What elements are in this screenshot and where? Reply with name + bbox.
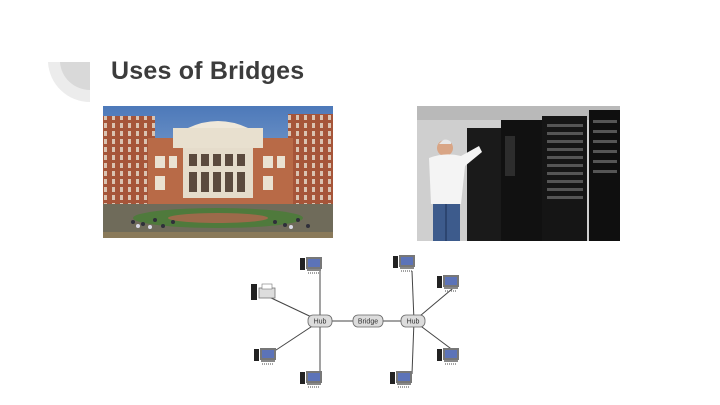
bridge-label: Bridge: [358, 319, 378, 326]
bridge-node: Bridge: [352, 314, 384, 328]
server-room-photo: [417, 106, 620, 241]
network-diagram: Hub Bridge Hub: [250, 254, 460, 388]
computer-icon: [299, 370, 323, 388]
computer-icon: [392, 254, 416, 272]
corner-decoration: [48, 62, 90, 103]
hub-left-node: Hub: [307, 314, 333, 328]
computer-icon: [253, 347, 277, 365]
hub-left-label: Hub: [314, 319, 327, 326]
hub-right-node: Hub: [400, 314, 426, 328]
slide-title: Uses of Bridges: [111, 57, 305, 85]
computer-icon: [436, 347, 460, 365]
hub-right-label: Hub: [407, 319, 420, 326]
campus-photo: [103, 106, 333, 238]
computer-icon: [436, 274, 460, 292]
computer-icon: [299, 256, 323, 274]
printer-icon: [250, 283, 276, 301]
computer-icon: [389, 370, 413, 388]
